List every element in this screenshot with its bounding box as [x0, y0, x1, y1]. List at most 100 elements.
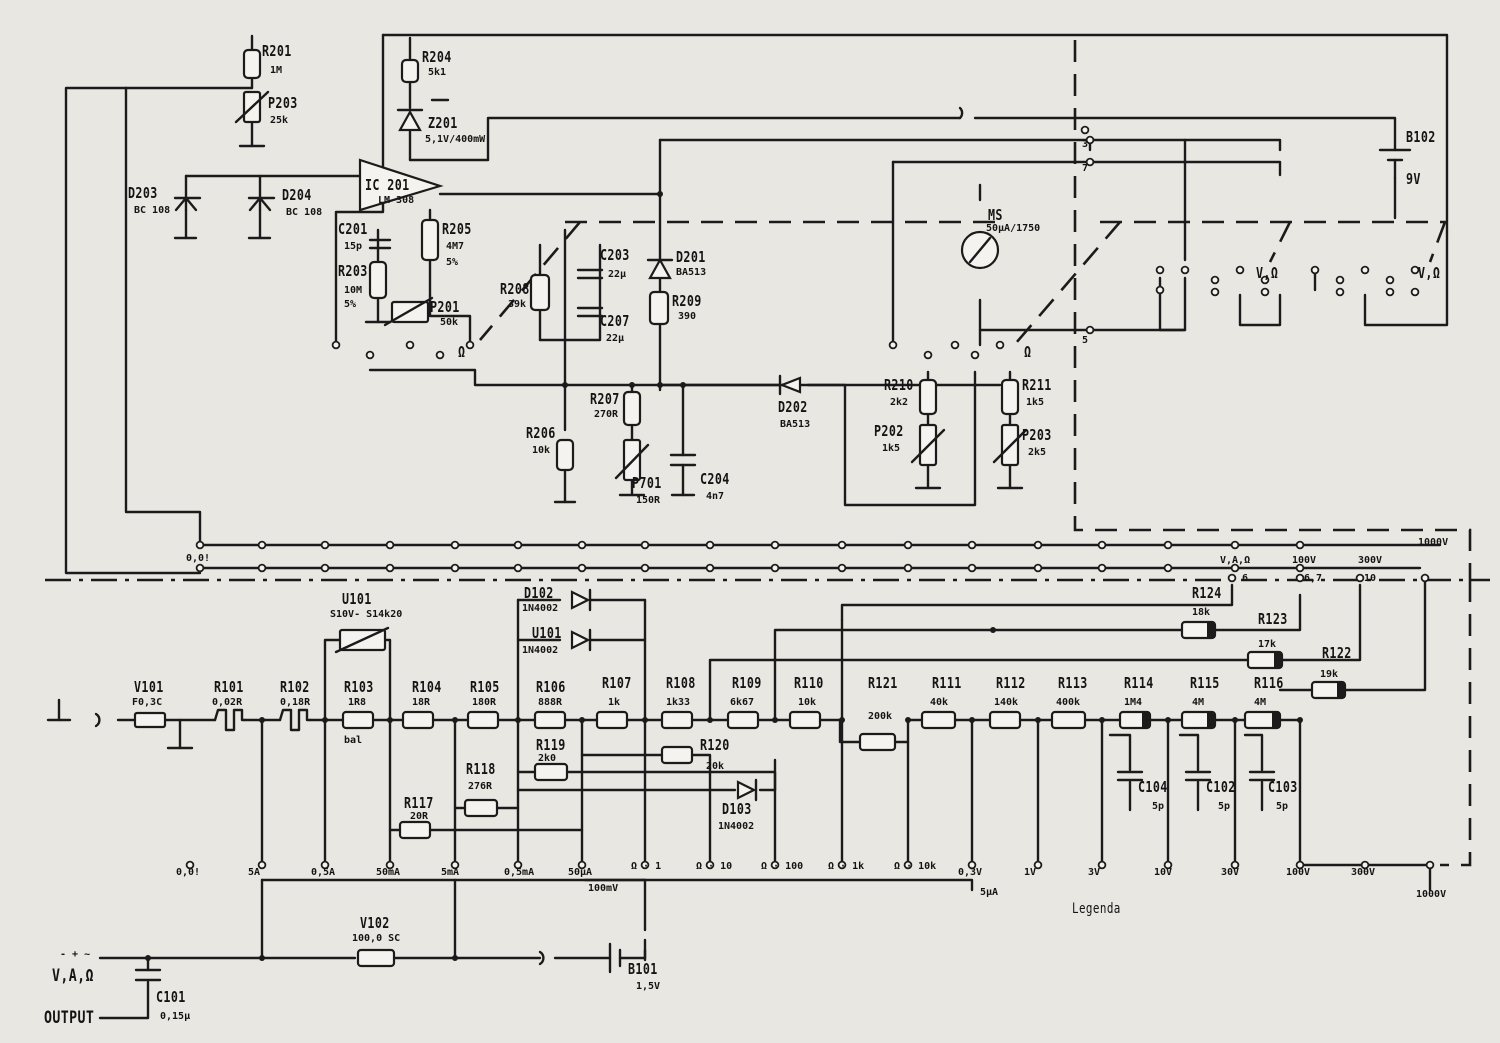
value-B101: 1,5V: [636, 981, 661, 992]
switch-contact: [1155, 285, 1165, 295]
switch-contact: [1385, 275, 1395, 285]
label-C103: C103: [1268, 778, 1298, 796]
range-label: Ω · 10k: [894, 861, 937, 872]
label-U101b: U101: [532, 624, 562, 642]
value-R107: 1k: [608, 697, 621, 708]
resistor-R208: [529, 273, 551, 312]
label-ohm-b: Ω: [1024, 343, 1032, 361]
value-P203a: 25k: [270, 115, 289, 126]
switch-contact: [513, 563, 523, 573]
label-R110: R110: [794, 674, 824, 692]
value-C104: 5p: [1152, 801, 1165, 812]
label-R120: R120: [700, 736, 730, 754]
switch-contact: [967, 563, 977, 573]
label-D201: D201: [676, 248, 706, 266]
switch-contact: [1033, 860, 1043, 870]
label-R105: R105: [470, 678, 500, 696]
label-R117: R117: [404, 794, 434, 812]
value-C207: 22µ: [606, 333, 625, 344]
label-P202: P202: [874, 422, 904, 440]
switch-contact: [1310, 265, 1320, 275]
switch-contact: [1163, 563, 1173, 573]
label-R109: R109: [732, 674, 762, 692]
junction-dot: [259, 717, 265, 723]
switch-contact: [1260, 287, 1270, 297]
switch-contact: [1360, 860, 1370, 870]
value-D203: BC 108: [134, 205, 171, 216]
resistor-R103: [341, 710, 375, 730]
range-label: Ω · 100: [761, 861, 804, 872]
resistor-R119: [533, 762, 569, 782]
switch-contact: [185, 860, 195, 870]
wires: [45, 33, 1490, 1020]
value-V102: 100,0 SC: [352, 933, 401, 944]
label-R101: R101: [214, 678, 244, 696]
value-R102: 0,18R: [280, 697, 311, 708]
label-D203: D203: [128, 184, 158, 202]
resistor-R113: [1050, 710, 1087, 730]
label-R201: R201: [262, 42, 292, 60]
value-D103: 1N4002: [718, 821, 755, 832]
switch-contact: [385, 540, 395, 550]
value-R115: 4M: [1192, 697, 1205, 708]
label-R113: R113: [1058, 674, 1088, 692]
switch-contact: [1425, 860, 1435, 870]
resistor-R120: [660, 745, 694, 765]
label-R121: R121: [868, 674, 898, 692]
switch-contact: [1335, 275, 1345, 285]
switch-contact: [577, 563, 587, 573]
switch-contact: [257, 860, 267, 870]
junction-dot: [1099, 717, 1105, 723]
switch-contact: [1420, 573, 1430, 583]
switch-contact: [1235, 265, 1245, 275]
junction-dot: [562, 382, 568, 388]
range-label: 5A: [248, 867, 261, 878]
value-U101b: 1N4002: [522, 645, 559, 656]
label-R124: R124: [1192, 584, 1222, 602]
value-R108: 1k33: [666, 697, 691, 708]
range-label: Ω · 1: [631, 861, 662, 872]
diode-D103: [736, 780, 757, 800]
junction-dot: [515, 717, 521, 723]
tol-R205: 5%: [446, 257, 459, 268]
sub-range-mv: 100mV: [588, 883, 619, 894]
diode-D201: [648, 257, 672, 280]
opamp-IC201: [358, 158, 444, 212]
label-MS: MS: [988, 206, 1003, 224]
sub-R103: bal: [344, 735, 363, 746]
switch-contact: [903, 563, 913, 573]
switch-contact: [1085, 135, 1095, 145]
switch-contact: [1295, 573, 1305, 583]
switch-contact: [1230, 540, 1240, 550]
resistor-R107: [595, 710, 629, 730]
switch-contact: [1227, 573, 1237, 583]
switch-contact: [770, 860, 780, 870]
label-hi-67: 6,7: [1304, 573, 1323, 584]
junction-dot: [452, 717, 458, 723]
switch-contact: [1080, 125, 1090, 135]
resistor-R121: [858, 732, 897, 752]
label-D202: D202: [778, 398, 808, 416]
range-label: 50mA: [376, 867, 401, 878]
label-V101: V101: [134, 678, 164, 696]
label-hi-300: 300V: [1358, 555, 1383, 566]
switch-contact: [1210, 275, 1220, 285]
label-R119: R119: [536, 736, 566, 754]
switch-contact: [770, 563, 780, 573]
switch-contact: [837, 563, 847, 573]
switch-contact: [405, 340, 415, 350]
switch-contact: [640, 563, 650, 573]
label-hi-100: 100V: [1292, 555, 1317, 566]
value-R208: 39k: [508, 299, 527, 310]
junction-dot: [707, 717, 713, 723]
switch-contact: [465, 340, 475, 350]
label-R114: R114: [1124, 674, 1154, 692]
resistor-R105: [466, 710, 500, 730]
label-R203: R203: [338, 262, 368, 280]
tol-R203: 5%: [344, 299, 357, 310]
switch-contact: [577, 860, 587, 870]
switch-contact: [320, 860, 330, 870]
label-ohm-c: V,Ω: [1256, 264, 1279, 282]
switch-contact: [513, 540, 523, 550]
